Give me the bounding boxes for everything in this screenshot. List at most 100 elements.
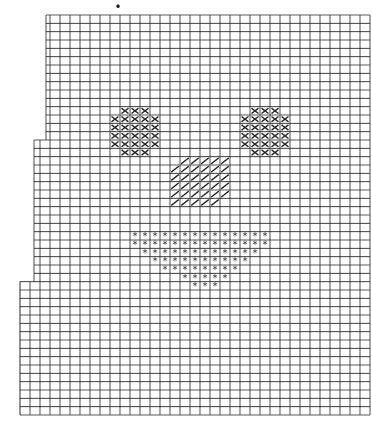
cross-stitch-mark: [252, 125, 259, 130]
cross-stitch-mark: [132, 142, 139, 147]
diagonal-stitch-mark: [201, 175, 209, 181]
diagonal-stitch-mark: [181, 166, 189, 172]
cross-stitch-mark: [252, 108, 259, 113]
diagonal-stitch-mark: [171, 166, 179, 172]
cross-stitch-mark: [282, 125, 289, 130]
cross-stitch-mark: [122, 142, 129, 147]
diagonal-stitch-mark: [191, 200, 199, 206]
diagonal-stitch-mark: [211, 191, 219, 197]
asterisk-stitch-mark: *: [213, 281, 218, 292]
cross-stitch-mark: [152, 125, 159, 130]
cross-stitch-mark: [152, 133, 159, 138]
cross-stitch-mark: [132, 117, 139, 122]
top-dot-mark: •: [114, 0, 121, 14]
diagonal-stitch-mark: [191, 191, 199, 197]
cross-stitch-mark: [272, 108, 279, 113]
cross-stitch-mark: [112, 133, 119, 138]
cross-stitch-mark: [262, 108, 269, 113]
asterisk-stitch-mark: *: [143, 248, 148, 259]
grid-lines: [20, 15, 370, 415]
cross-stitch-mark: [112, 117, 119, 122]
diagonal-stitch-mark: [201, 166, 209, 172]
asterisk-stitch-mark: *: [243, 256, 248, 267]
diagonal-stitch-mark: [181, 191, 189, 197]
cross-stitch-mark: [142, 125, 149, 130]
cross-stitch-mark: [242, 117, 249, 122]
asterisk-stitch-mark: *: [263, 240, 268, 251]
cross-stitch-mark: [282, 117, 289, 122]
cross-stitch-mark: [282, 133, 289, 138]
diagonal-stitch-mark: [181, 175, 189, 181]
cross-stitch-mark: [242, 125, 249, 130]
cross-stitch-mark: [122, 108, 129, 113]
cross-stitch-mark: [272, 142, 279, 147]
diagonal-stitch-mark: [221, 183, 229, 189]
cross-stitch-mark: [152, 117, 159, 122]
diagonal-stitch-mark: [221, 175, 229, 181]
diagonal-stitch-mark: [211, 183, 219, 189]
cross-stitch-mark: [272, 125, 279, 130]
cross-stitch-mark: [242, 133, 249, 138]
asterisk-stitch-mark: *: [193, 281, 198, 292]
cross-stitch-mark: [282, 142, 289, 147]
asterisk-stitch-mark: *: [183, 273, 188, 284]
diagonal-stitch-mark: [201, 158, 209, 164]
asterisk-stitch-mark: *: [203, 281, 208, 292]
cross-stitch-mark: [262, 133, 269, 138]
diagonal-stitch-mark: [211, 175, 219, 181]
diagonal-stitch-mark: [211, 166, 219, 172]
cross-stitch-mark: [262, 142, 269, 147]
cross-stitch-mark: [252, 133, 259, 138]
diagonal-stitch-mark: [171, 191, 179, 197]
cross-stitch-mark: [122, 133, 129, 138]
diagonal-stitch-mark: [181, 200, 189, 206]
cross-stitch-mark: [142, 108, 149, 113]
cross-stitch-mark: [132, 125, 139, 130]
asterisk-stitch-mark: *: [233, 265, 238, 276]
diagonal-stitch-mark: [211, 200, 219, 206]
diagonal-stitch-mark: [191, 166, 199, 172]
diagonal-stitch-mark: [181, 183, 189, 189]
diagonal-stitch-mark: [181, 158, 189, 164]
asterisk-stitch-mark: *: [133, 240, 138, 251]
cross-stitch-mark: [262, 125, 269, 130]
diagonal-stitch-mark: [171, 183, 179, 189]
diagonal-stitch-mark: [171, 200, 179, 206]
diagonal-stitch-mark: [221, 191, 229, 197]
cross-stitch-mark: [122, 150, 129, 155]
cross-stitch-mark: [252, 150, 259, 155]
asterisk-stitch-mark: *: [253, 248, 258, 259]
diagonal-stitch-mark: [201, 191, 209, 197]
cross-stitch-mark: [142, 133, 149, 138]
cross-stitch-mark: [262, 117, 269, 122]
diagonal-stitch-mark: [201, 183, 209, 189]
cross-stitch-mark: [272, 117, 279, 122]
asterisk-stitch-mark: *: [173, 265, 178, 276]
cross-stitch-mark: [252, 142, 259, 147]
diagonal-stitch-mark: [191, 175, 199, 181]
cross-stitch-mark: [242, 142, 249, 147]
asterisk-stitch-mark: *: [153, 256, 158, 267]
diagonal-stitch-mark: [191, 183, 199, 189]
cross-stitch-mark: [272, 133, 279, 138]
asterisk-stitch-mark: *: [163, 265, 168, 276]
cross-stitch-mark: [132, 108, 139, 113]
cross-stitch-mark: [122, 117, 129, 122]
cross-stitch-mark: [112, 125, 119, 130]
diagonal-stitch-mark: [201, 200, 209, 206]
cross-stitch-mark: [142, 142, 149, 147]
diagonal-stitch-mark: [211, 158, 219, 164]
cross-stitch-mark: [112, 142, 119, 147]
cross-stitch-mark: [132, 133, 139, 138]
diagonal-stitch-mark: [171, 175, 179, 181]
diagonal-stitch-mark: [191, 158, 199, 164]
cross-stitch-mark: [252, 117, 259, 122]
cross-stitch-mark: [132, 150, 139, 155]
cross-stitch-mark: [272, 150, 279, 155]
diagonal-stitch-mark: [221, 166, 229, 172]
asterisk-stitch-mark: *: [223, 273, 228, 284]
cross-stitch-mark: [122, 125, 129, 130]
cross-stitch-mark: [142, 150, 149, 155]
